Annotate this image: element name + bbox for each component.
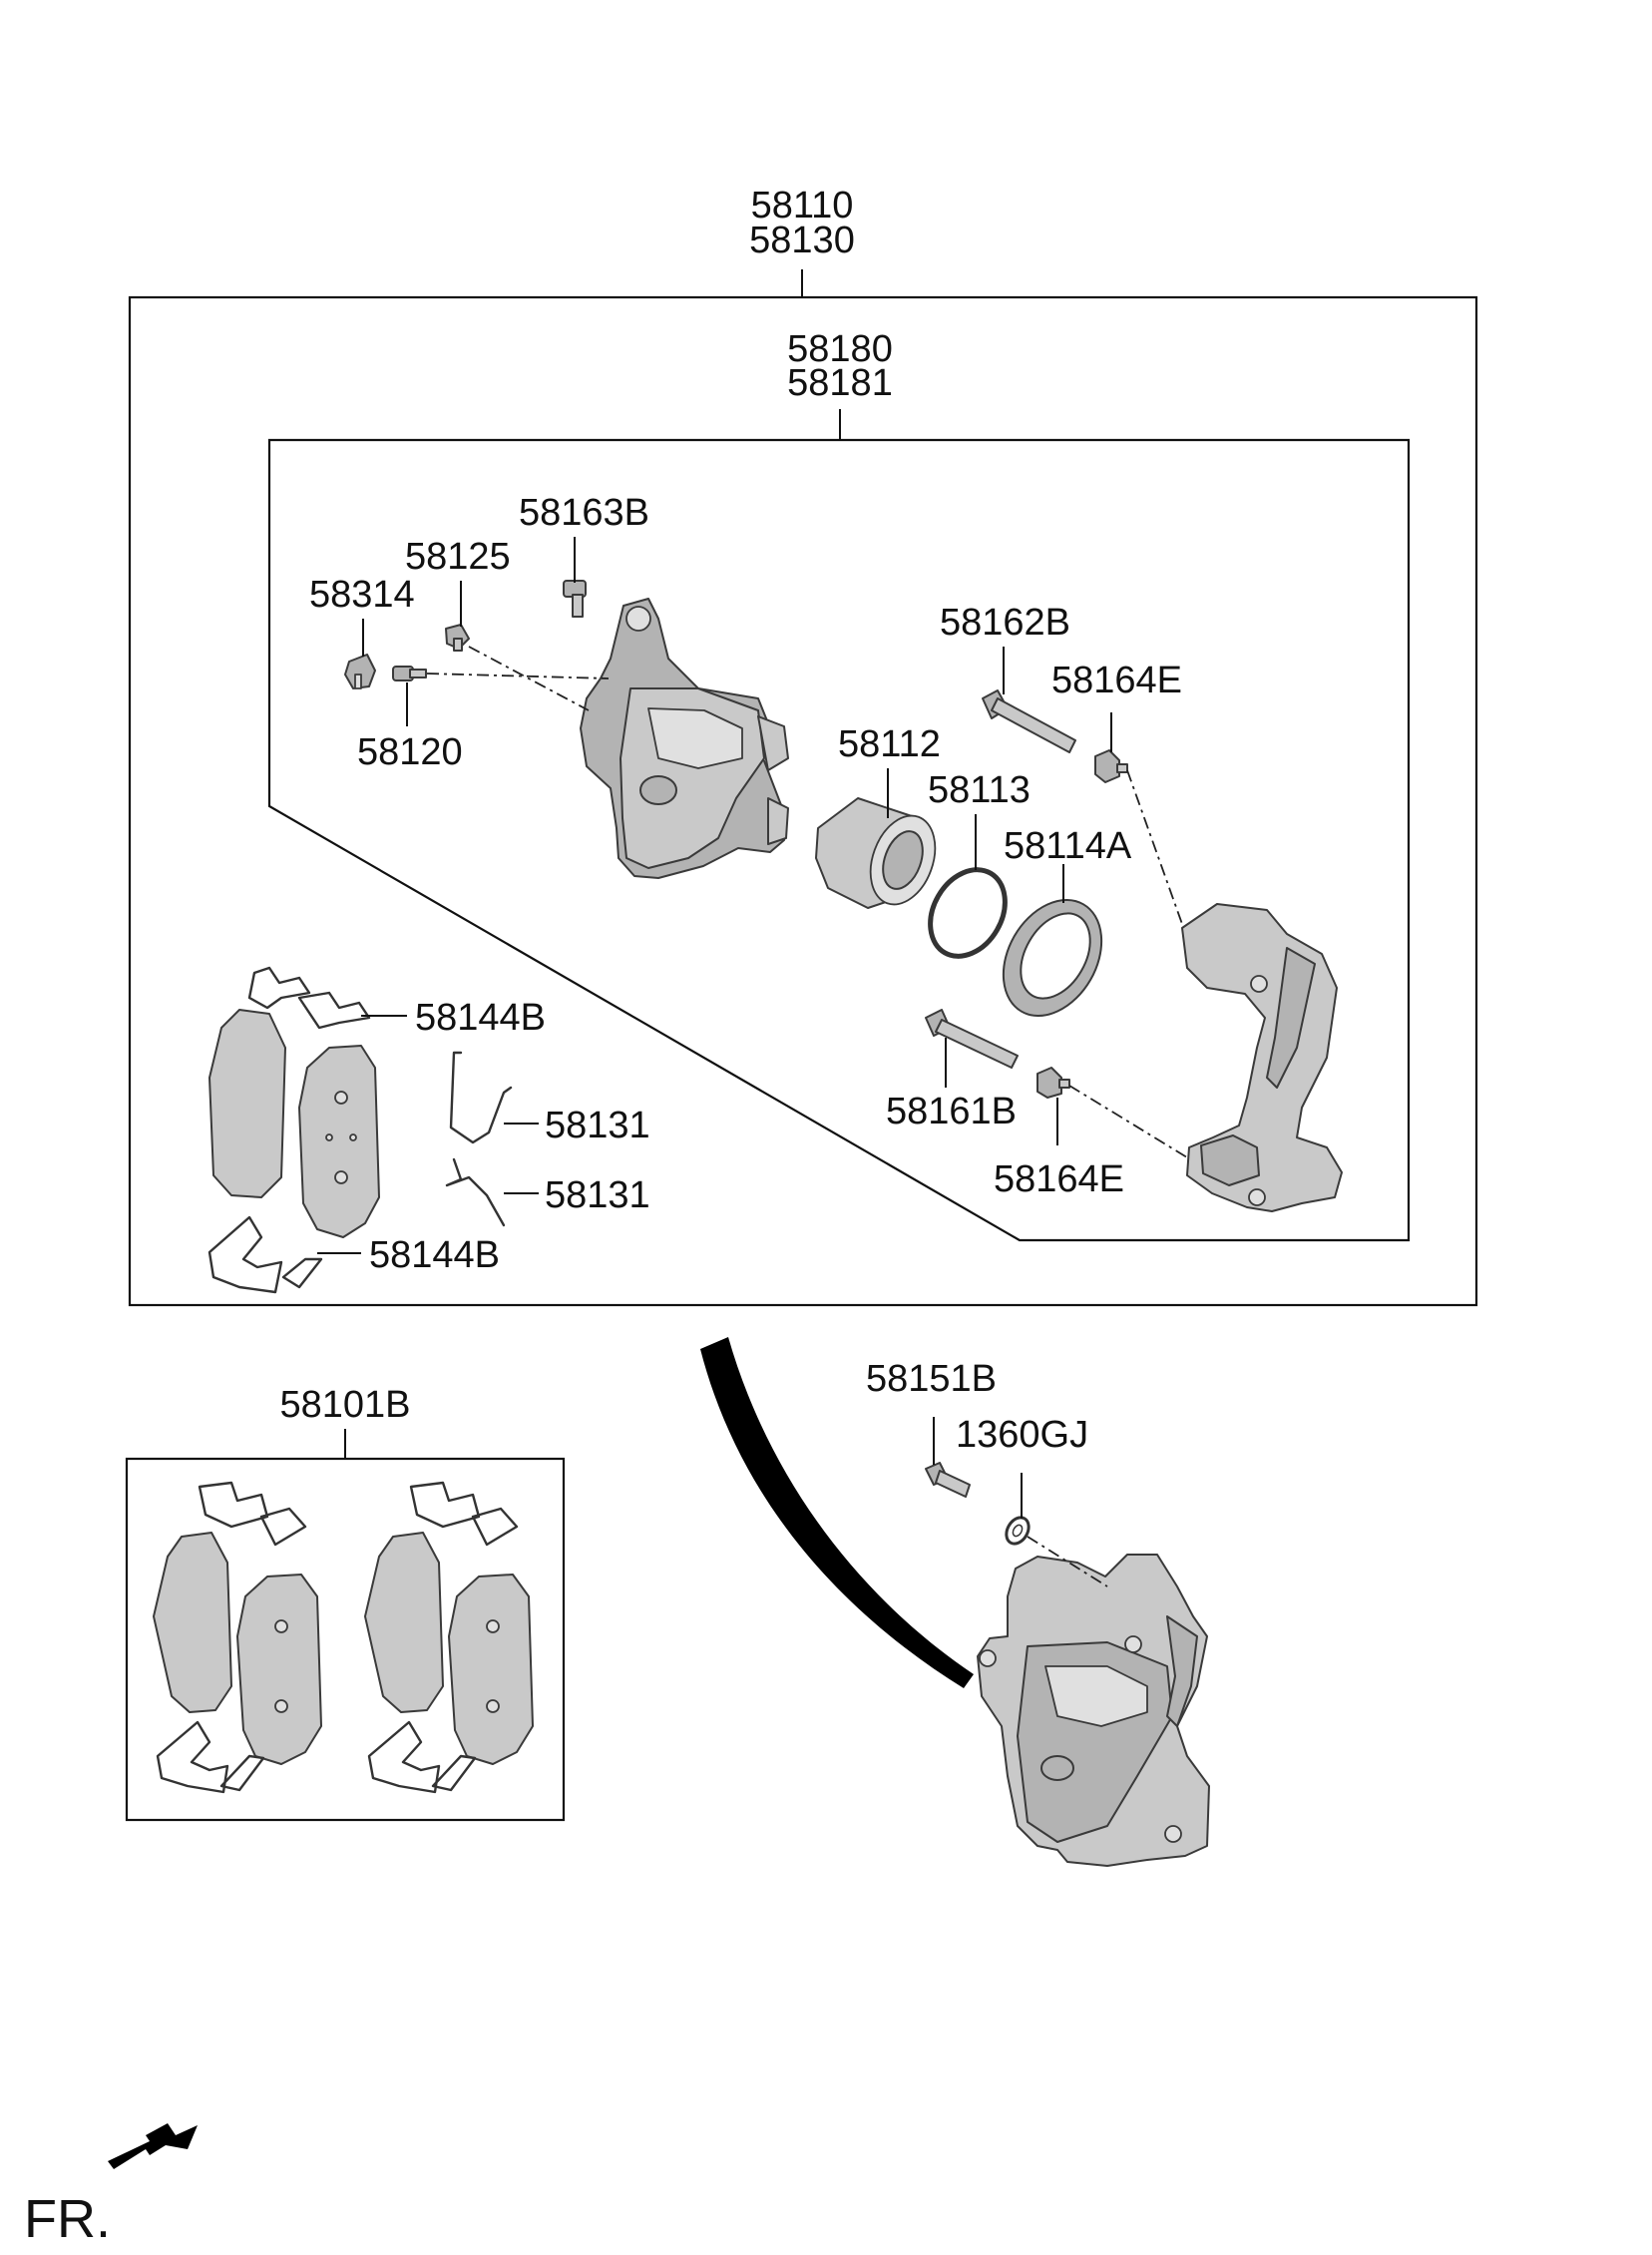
guide-pin-axis-bottom [1068, 1085, 1188, 1158]
label-58131-b: 58131 [545, 1174, 650, 1216]
label-58101B: 58101B [279, 1384, 410, 1426]
label-58161B: 58161B [886, 1091, 1017, 1132]
label-58125: 58125 [405, 536, 511, 578]
front-direction-marker: FR. [24, 2123, 198, 2249]
piston-58112 [815, 797, 937, 909]
guide-pin-58162B [982, 689, 1076, 753]
label-58180: 58180 [787, 328, 893, 370]
label-58114A: 58114A [1004, 825, 1132, 867]
pad-set-right [364, 1481, 534, 1794]
label-58112: 58112 [838, 723, 941, 765]
caliper-kit-frame [267, 438, 1411, 1242]
label-58144B-top: 58144B [415, 997, 546, 1039]
label-58162B: 58162B [940, 602, 1070, 644]
bolt-58163B [563, 580, 587, 618]
pad-clip-58144B-top [247, 966, 371, 1030]
cap-58314 [344, 654, 376, 689]
front-arrow-icon [108, 2123, 198, 2169]
washer-1360GJ [1005, 1516, 1031, 1546]
label-58131-a: 58131 [545, 1105, 650, 1146]
boot-58114A [1002, 898, 1103, 1018]
brake-pads-top [208, 1009, 380, 1238]
caliper-housing [580, 598, 789, 879]
guide-pin-axis-top [1126, 769, 1188, 939]
bleeder-cap-axis [468, 646, 590, 711]
guide-pin-58161B [925, 1009, 1019, 1069]
assembly-pointer-arrow [700, 1337, 974, 1688]
label-58314: 58314 [309, 574, 415, 616]
anti-rattle-spring-58131-a [449, 1051, 513, 1144]
label-58181: 58181 [787, 362, 893, 404]
label-58144B-bottom: 58144B [369, 1234, 500, 1276]
front-label: FR. [24, 2189, 111, 2249]
caliper-carrier [1181, 903, 1343, 1212]
label-58113: 58113 [928, 769, 1031, 811]
label-58164E-bottom: 58164E [994, 1158, 1124, 1200]
label-58151B: 58151B [866, 1358, 997, 1400]
bleeder-axis [426, 673, 610, 679]
bleeder-screw-58120 [392, 666, 427, 681]
bleeder-cap-58125 [445, 624, 470, 652]
pad-clip-58144B-bottom [207, 1215, 323, 1294]
anti-rattle-spring-58131-b [445, 1157, 506, 1227]
label-58164E-top: 58164E [1051, 660, 1182, 701]
label-58130: 58130 [749, 220, 855, 261]
boot-58164E-top [1094, 749, 1128, 783]
label-58163B: 58163B [519, 492, 649, 534]
leader-lines [317, 537, 1112, 1519]
label-1360GJ: 1360GJ [956, 1414, 1088, 1456]
caliper-assembly-bottom [977, 1554, 1210, 1867]
bolt-58151B [925, 1462, 971, 1498]
pad-set-left [153, 1481, 322, 1794]
boot-58164E-bottom [1036, 1067, 1070, 1099]
label-58120: 58120 [357, 731, 463, 773]
seal-58113 [928, 867, 1008, 959]
label-58110: 58110 [751, 185, 854, 226]
washer-axis [1027, 1536, 1108, 1587]
